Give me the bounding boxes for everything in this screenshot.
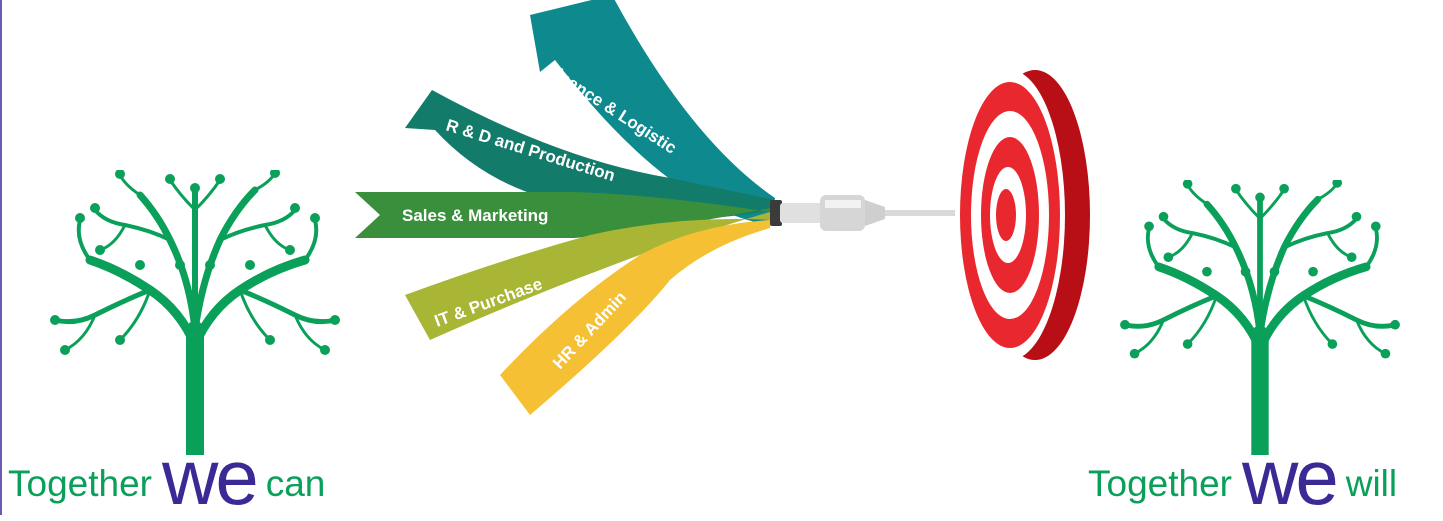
caption-right-we: we — [1242, 433, 1339, 521]
caption-right-prefix: Together — [1088, 463, 1232, 504]
caption-right-suffix: will — [1345, 463, 1398, 504]
tree-right-icon — [1110, 180, 1410, 455]
caption-left-prefix: Together — [8, 463, 152, 504]
tree-left-icon — [40, 170, 350, 455]
dart-icon — [770, 195, 955, 231]
ribbon-rd — [405, 90, 775, 219]
dart-target-scene: Finance & Logistic R & D and Production … — [340, 0, 1100, 430]
ribbon-it — [405, 212, 770, 340]
caption-left-suffix: can — [265, 463, 326, 504]
caption-left-we: we — [162, 433, 259, 521]
target-icon — [955, 70, 1090, 360]
left-border — [0, 0, 2, 515]
ribbon-label-sales: Sales & Marketing — [402, 206, 548, 225]
ribbon-hr — [500, 220, 770, 415]
ribbon-finance — [530, 0, 775, 225]
